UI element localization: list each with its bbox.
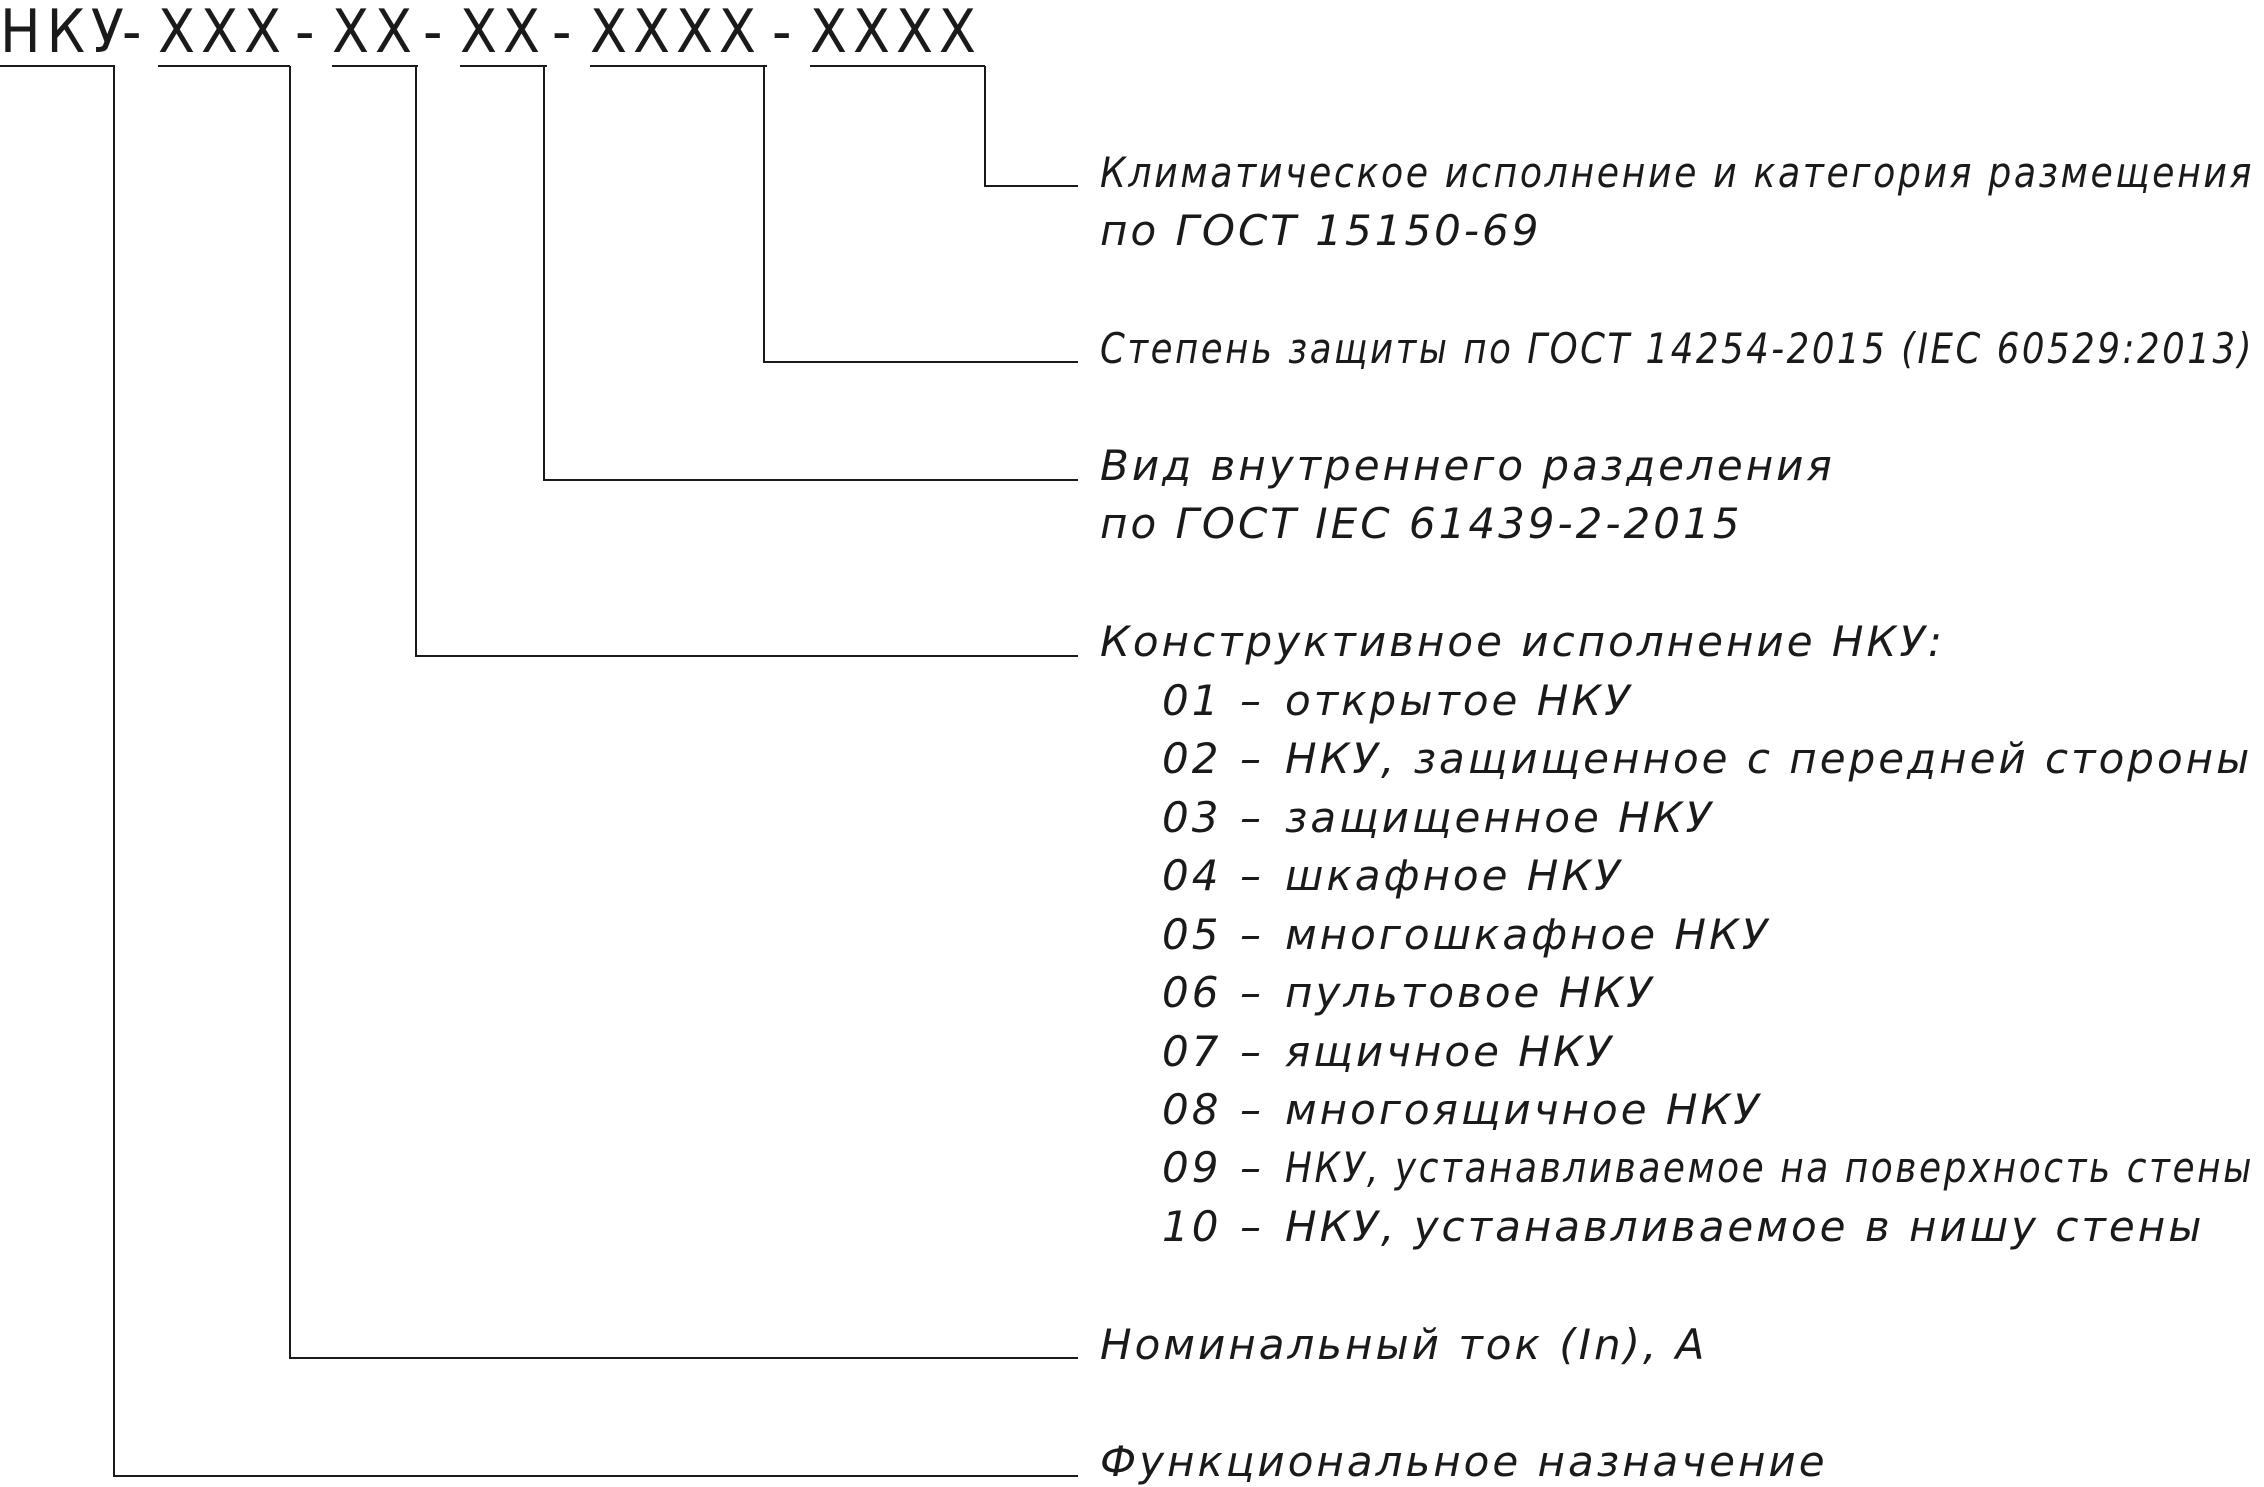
- code-dash-4: -: [552, 0, 577, 67]
- design-item-dash: –: [1240, 910, 1264, 959]
- code-dash-1: -: [122, 0, 147, 67]
- design-item-text: открытое НКУ: [1285, 676, 1633, 725]
- design-item-number: 04: [1162, 851, 1221, 900]
- design-item-number: 02: [1162, 734, 1221, 783]
- description-function: Функциональное назначение: [1100, 1437, 1828, 1486]
- design-item-text: ящичное НКУ: [1285, 1027, 1614, 1076]
- design-item-number: 08: [1162, 1085, 1221, 1134]
- code-climatic-field: ХХХХ: [810, 0, 982, 67]
- code-design-field: ХХ: [332, 0, 418, 67]
- design-item-07: 07 – ящичное НКУ: [1162, 1027, 1614, 1076]
- separation-line-2: по ГОСТ IEC 61439-2-2015: [1100, 499, 1742, 548]
- description-current: Номинальный ток (In), А: [1100, 1320, 1707, 1369]
- leader-function: [113, 66, 1078, 1477]
- design-item-number: 01: [1162, 676, 1221, 725]
- design-item-text: шкафное НКУ: [1285, 851, 1623, 900]
- designation-code: НКУ - ХХХ - ХХ - ХХ - ХХХХ - ХХХХ: [0, 0, 982, 67]
- climatic-line-1: Климатическое исполнение и категория раз…: [1100, 148, 2254, 197]
- description-protection: Степень защиты по ГОСТ 14254-2015 (IEC 6…: [1100, 324, 2254, 373]
- design-item-number: 05: [1162, 910, 1221, 959]
- code-separation-field: ХХ: [460, 0, 546, 67]
- design-item-09: 09 – НКУ, устанавливаемое на поверхность…: [1162, 1143, 2254, 1192]
- design-item-08: 08 – многоящичное НКУ: [1162, 1085, 1762, 1134]
- design-item-06: 06 – пультовое НКУ: [1162, 968, 1655, 1017]
- design-item-text: НКУ, устанавливаемое на поверхность стен…: [1285, 1143, 2254, 1192]
- design-item-text: защищенное НКУ: [1285, 793, 1714, 842]
- design-item-03: 03 – защищенное НКУ: [1162, 793, 1714, 842]
- description-climatic: Климатическое исполнение и категория раз…: [1100, 148, 2254, 255]
- function-line-1: Функциональное назначение: [1100, 1437, 1828, 1486]
- leader-climatic: [984, 66, 1078, 187]
- leader-protection: [763, 66, 1078, 363]
- design-item-dash: –: [1240, 851, 1264, 900]
- design-item-number: 10: [1162, 1202, 1221, 1251]
- leader-separation: [543, 66, 1078, 481]
- design-item-04: 04 – шкафное НКУ: [1162, 851, 1623, 900]
- description-separation: Вид внутреннего разделения по ГОСТ IEC 6…: [1100, 441, 1835, 548]
- description-design: Конструктивное исполнение НКУ: 01 – откр…: [1100, 617, 2254, 1251]
- design-item-number: 09: [1162, 1143, 1221, 1192]
- design-item-text: многоящичное НКУ: [1285, 1085, 1762, 1134]
- design-item-dash: –: [1240, 1202, 1264, 1251]
- leader-design: [415, 66, 1078, 657]
- design-item-text: НКУ, устанавливаемое в нишу стены: [1285, 1202, 2204, 1251]
- design-item-dash: –: [1240, 676, 1264, 725]
- code-protection-field: ХХХХ: [590, 0, 762, 67]
- leader-lines: [113, 66, 1078, 1477]
- design-item-dash: –: [1240, 1085, 1264, 1134]
- leader-current: [289, 66, 1078, 1359]
- design-item-number: 06: [1162, 968, 1221, 1017]
- code-dash-3: -: [423, 0, 448, 67]
- protection-line-1: Степень защиты по ГОСТ 14254-2015 (IEC 6…: [1100, 324, 2254, 373]
- separation-line-1: Вид внутреннего разделения: [1100, 441, 1835, 490]
- design-item-02: 02 – НКУ, защищенное с передней стороны: [1162, 734, 2252, 783]
- design-heading: Конструктивное исполнение НКУ:: [1100, 617, 1945, 666]
- code-prefix: НКУ: [0, 0, 130, 67]
- design-item-10: 10 – НКУ, устанавливаемое в нишу стены: [1162, 1202, 2204, 1251]
- code-current-field: ХХХ: [158, 0, 287, 67]
- design-item-number: 03: [1162, 793, 1221, 842]
- current-line-1: Номинальный ток (In), А: [1100, 1320, 1707, 1369]
- design-item-dash: –: [1240, 1143, 1264, 1192]
- design-item-dash: –: [1240, 968, 1264, 1017]
- design-item-text: многошкафное НКУ: [1285, 910, 1770, 959]
- design-item-dash: –: [1240, 1027, 1264, 1076]
- design-item-01: 01 – открытое НКУ: [1162, 676, 1633, 725]
- code-dash-2: -: [295, 0, 320, 67]
- design-item-text: пультовое НКУ: [1285, 968, 1655, 1017]
- design-item-05: 05 – многошкафное НКУ: [1162, 910, 1770, 959]
- design-item-dash: –: [1240, 793, 1264, 842]
- design-item-dash: –: [1240, 734, 1264, 783]
- design-item-text: НКУ, защищенное с передней стороны: [1285, 734, 2252, 783]
- design-item-number: 07: [1162, 1027, 1221, 1076]
- code-dash-5: -: [772, 0, 797, 67]
- climatic-line-2: по ГОСТ 15150-69: [1100, 206, 1542, 255]
